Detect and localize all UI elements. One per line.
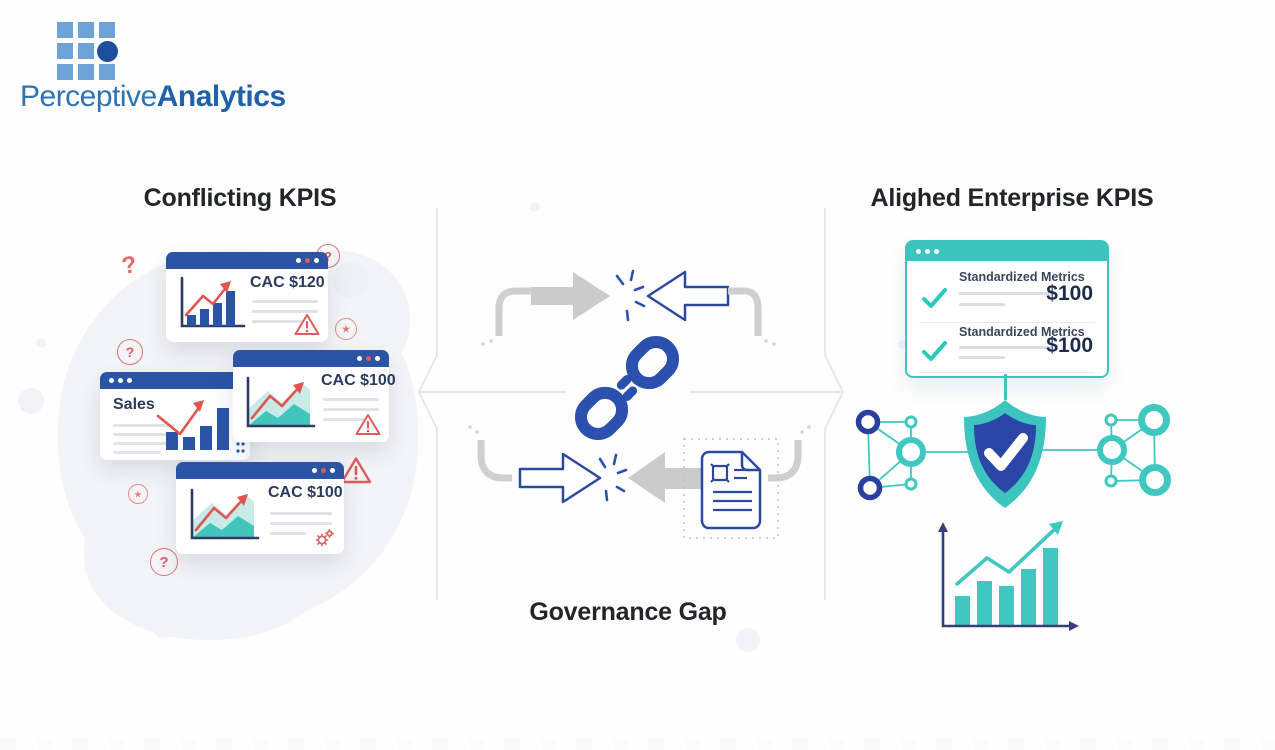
kpi-value-label: CAC $100 [268,484,343,501]
area-chart-icon [246,376,316,428]
window-dots-icon [109,378,132,383]
question-mark-circle-icon: ? [150,548,178,576]
metric-row: Standardized Metrics $100 [919,322,1095,373]
brand-logo-dot-icon [97,41,118,62]
curved-connector-line [477,440,512,482]
window-dots-icon [296,258,319,263]
card-title-bar [907,242,1107,261]
placeholder-line [323,398,379,401]
right-divider-line [690,208,845,600]
window-dots-icon [357,356,380,361]
warning-triangle-icon [340,457,372,484]
curved-connector-line [728,287,762,336]
kpi-card-cac-120: CAC $120 [166,252,328,342]
brand-logo [57,22,118,80]
curved-connector-line [768,440,802,482]
placeholder-line [323,418,365,421]
card-title-bar [176,462,344,479]
background-dot [736,628,760,652]
kpi-card-sales: Sales [100,372,250,460]
kpi-value-label: CAC $120 [250,274,325,291]
kpi-card-cac-100-upper: CAC $100 [233,350,396,442]
placeholder-line [959,346,1051,349]
placeholder-line [113,424,175,427]
bar-chart-icon [156,400,245,453]
placeholder-line [113,433,175,436]
window-dots-icon [916,249,939,254]
metric-value: $100 [1046,334,1093,357]
broken-chain-link-icon [575,336,679,440]
placeholder-line [323,408,379,411]
solid-arrow-right-icon [531,272,610,320]
growth-bar-chart-icon [938,521,1079,631]
policy-document-icon [683,438,779,539]
outline-arrow-left-icon [646,270,730,322]
kpi-card-cac-100-lower: CAC $100 [176,462,344,554]
placeholder-line [113,451,161,454]
question-mark-icon: ? [119,250,139,281]
left-divider-line [417,208,566,600]
curved-connector-line [495,287,533,336]
background-dot [332,262,368,298]
background-dot [530,202,540,212]
window-dots-icon [312,468,335,473]
metric-value: $100 [1046,282,1093,305]
solid-arrow-left-icon [628,452,755,503]
gears-icon [315,529,334,547]
brand-logo-grid-icon [57,22,118,80]
metric-label: Standardized Metrics [959,270,1085,284]
card-title-bar [166,252,328,269]
shield-check-icon [964,400,1046,508]
check-icon [922,341,947,361]
placeholder-line [252,310,318,313]
background-dot [152,616,174,638]
network-nodes-icon [1042,404,1171,496]
bar-chart-icon [180,276,246,328]
background-dot [384,324,398,338]
metric-label: Standardized Metrics [959,325,1085,339]
placeholder-line [270,532,306,535]
placeholder-line [252,320,302,323]
card-title-bar [100,372,250,389]
question-mark-circle-icon: ? [117,339,143,365]
star-badge-icon: ★ [335,318,357,340]
background-dot [18,388,44,414]
kpi-value-label: CAC $100 [321,372,396,389]
placeholder-line [959,356,1005,359]
standardized-metrics-card: Standardized Metrics $100 Standardized M… [905,240,1109,378]
placeholder-line [270,512,332,515]
network-nodes-icon [855,409,970,501]
background-dot [898,340,907,349]
placeholder-line [252,300,318,303]
connector-line [1004,374,1007,400]
check-icon [922,288,947,308]
placeholder-line [959,292,1051,295]
brand-name-regular: Perceptive [20,80,157,113]
left-section-heading: Conflicting KPIS [143,184,337,212]
placeholder-line [959,303,1005,306]
collision-spark-icon [615,269,646,322]
outline-arrow-right-icon [518,452,602,504]
card-title-bar [233,350,389,367]
right-section-heading: Alighed Enterprise KPIS [870,184,1154,212]
collision-spark-icon [598,453,628,502]
brand-wordmark: PerceptiveAnalytics [20,80,286,114]
warning-triangle-icon [355,414,381,435]
brand-name-bold: Analytics [156,80,286,113]
area-chart-icon [190,488,260,540]
background-dot [36,338,46,348]
middle-section-heading: Governance Gap [529,598,727,626]
placeholder-line [113,442,175,445]
metric-row: Standardized Metrics $100 [919,267,1095,323]
bottom-decorative-strip [0,739,1275,750]
warning-triangle-icon [294,314,320,335]
placeholder-line [270,522,332,525]
governance-gap-illustration [417,208,845,600]
kpi-value-label: Sales [113,396,155,413]
star-badge-icon: ★ [128,484,148,504]
